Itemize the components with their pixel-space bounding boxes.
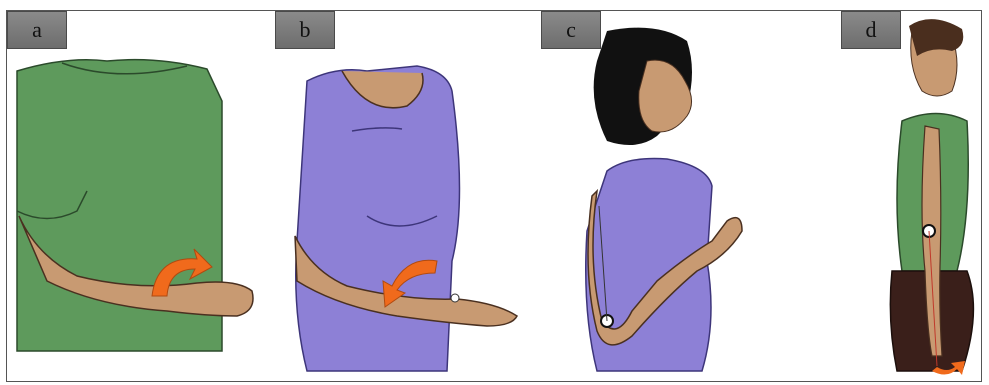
panel-d: d	[841, 11, 981, 381]
panel-a: a	[7, 11, 267, 381]
panel-label-c: c	[541, 11, 601, 49]
panel-label-a: a	[7, 11, 67, 49]
panel-label-d: d	[841, 11, 901, 49]
panel-b: b	[275, 11, 537, 381]
figure-frame: a b c d	[6, 10, 982, 382]
panel-label-b: b	[275, 11, 335, 49]
panel-c: c	[541, 11, 831, 381]
